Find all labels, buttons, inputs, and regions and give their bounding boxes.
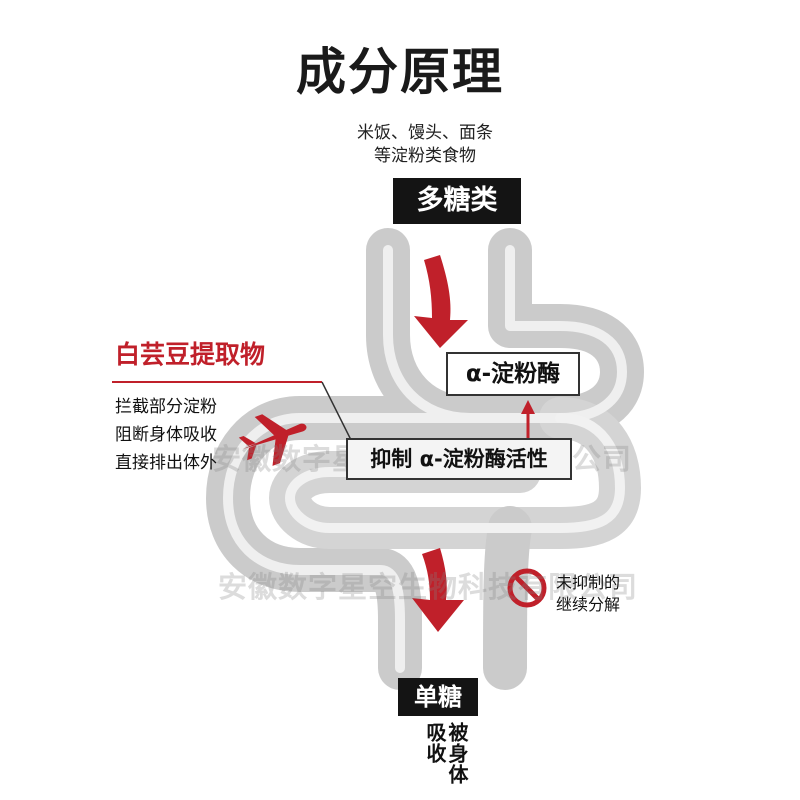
effect-item: 直接排出体外 (115, 453, 217, 473)
food-line: 米饭、馒头、面条 (357, 123, 493, 143)
page-title: 成分原理 (296, 43, 504, 101)
food-description: 米饭、馒头、面条 等淀粉类食物 (300, 122, 550, 168)
effect-item: 拦截部分淀粉 (115, 397, 217, 417)
intestine-tube (206, 228, 644, 690)
food-line: 等淀粉类食物 (374, 146, 476, 166)
down-arrow-icon (414, 255, 468, 348)
note-line: 继续分解 (556, 595, 621, 614)
extract-name: 白芸豆提取物 (115, 340, 266, 369)
note-line: 未抑制的 (556, 573, 621, 592)
down-arrow-icon (412, 548, 464, 632)
watermark-text: 安徽数字星空生物科技有限公司 (218, 570, 639, 604)
extract-effects: 拦截部分淀粉 阻断身体吸收 直接排出体外 (115, 393, 255, 477)
monosaccharide-label: 单糖 (398, 678, 478, 716)
not-inhibited-note: 未抑制的 继续分解 (556, 572, 666, 616)
prohibited-icon (507, 568, 547, 608)
airplane-icon (238, 414, 307, 466)
leader-line (112, 381, 353, 443)
up-arrow-icon (521, 400, 535, 438)
effect-item: 阻断身体吸收 (115, 425, 217, 445)
inhibit-label: 抑制 α-淀粉酶活性 (346, 438, 572, 480)
polysaccharide-label: 多糖类 (393, 178, 521, 224)
absorbed-text: 被身体吸收 (423, 722, 469, 785)
enzyme-label: α-淀粉酶 (446, 352, 580, 396)
